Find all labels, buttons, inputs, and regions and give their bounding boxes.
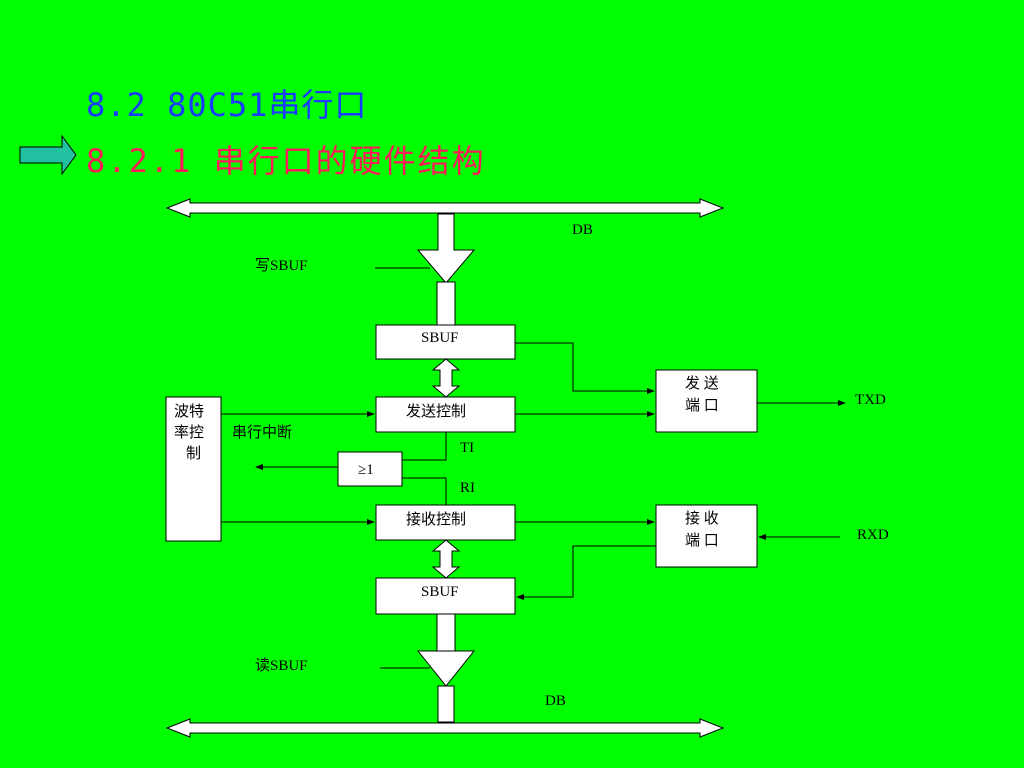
sbuf-transmit-label: SBUF <box>421 330 459 346</box>
rxd-label: RXD <box>857 527 889 543</box>
db-top-label: DB <box>572 222 593 238</box>
send-control-label: 发送控制 <box>406 403 466 420</box>
db-bottom-label: DB <box>545 693 566 709</box>
send-port-line-1: 发 送 <box>685 375 719 392</box>
bus-to-sbuf-arrow <box>416 213 476 284</box>
sbuf-to-bus-arrow <box>416 650 476 723</box>
send-port-box <box>655 369 758 433</box>
sbuf-receive-label: SBUF <box>421 584 459 600</box>
sbuf-send-double-arrow <box>431 358 461 398</box>
sbuf-receive-box <box>375 577 516 615</box>
section-title: 8.2 80C51串行口 <box>86 86 368 124</box>
bus-to-sbuf-shaft <box>436 281 456 326</box>
ri-label: RI <box>460 480 475 496</box>
receive-control-label: 接收控制 <box>406 511 466 528</box>
receive-port-to-sbuf-line <box>516 545 656 600</box>
or-gate-label: ≥1 <box>358 462 374 478</box>
receive-sbuf-double-arrow <box>431 539 461 579</box>
baud-line-2: 率控 <box>174 424 204 441</box>
serial-interrupt-label: 串行中断 <box>232 424 292 441</box>
receive-port-box <box>655 504 758 568</box>
data-bus-bottom <box>165 718 725 738</box>
data-bus-top <box>165 198 725 218</box>
subsection-title: 8.2.1 串行口的硬件结构 <box>86 142 486 180</box>
ti-label: TI <box>460 440 474 456</box>
receive-port-line-1: 接 收 <box>685 510 719 527</box>
receive-port-line-2: 端 口 <box>685 532 719 549</box>
sbuf-to-bus-shaft <box>436 613 456 653</box>
baud-rate-control-box <box>165 396 222 542</box>
ti-wire <box>402 432 447 461</box>
read-sbuf-label: 读SBUF <box>255 657 308 674</box>
send-port-line-2: 端 口 <box>685 397 719 414</box>
txd-label: TXD <box>855 392 886 408</box>
baud-line-3: 制 <box>186 445 201 462</box>
or-gate-box <box>337 451 403 487</box>
bullet-arrow-icon <box>19 134 77 176</box>
baud-line-1: 波特 <box>174 403 204 420</box>
sbuf-to-send-port-line <box>515 342 655 394</box>
write-sbuf-label: 写SBUF <box>255 258 308 274</box>
ri-wire <box>402 477 447 505</box>
